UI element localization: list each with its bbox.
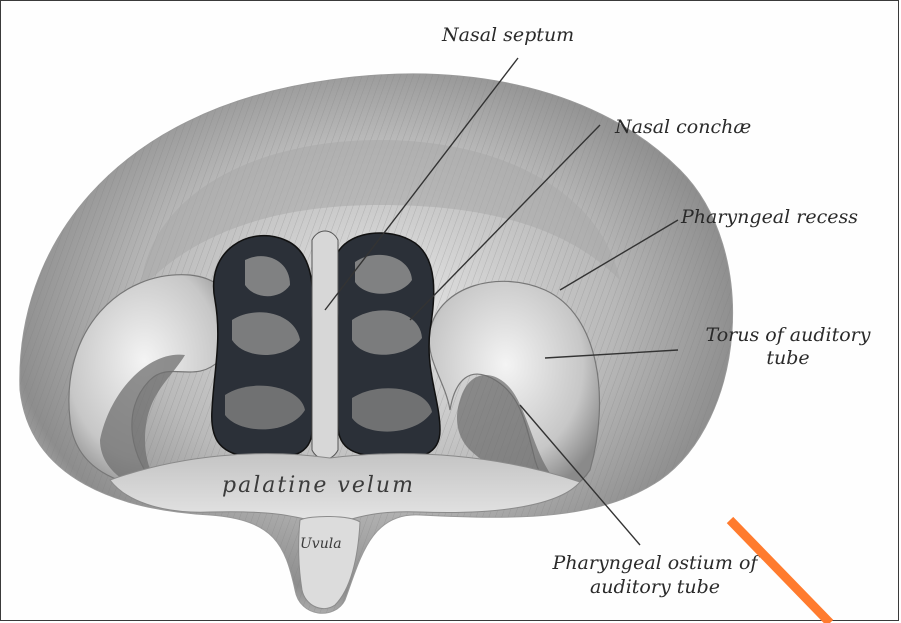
nasal-septum-shape [312,231,338,459]
label-uvula: Uvula [300,536,342,552]
label-pharyngeal-recess: Pharyngeal recess [681,206,858,228]
label-ostium-line1: Pharyngeal ostium of [520,552,790,574]
uvula-shape [299,516,360,608]
label-torus-line2: tube [683,347,893,369]
label-palatine-velum: palatine velum [222,473,415,498]
label-nasal-septum: Nasal septum [442,24,574,46]
label-ostium-line2: auditory tube [520,576,790,598]
label-nasal-conchae: Nasal conchæ [615,116,751,138]
label-torus-line1: Torus of auditory [683,324,893,346]
